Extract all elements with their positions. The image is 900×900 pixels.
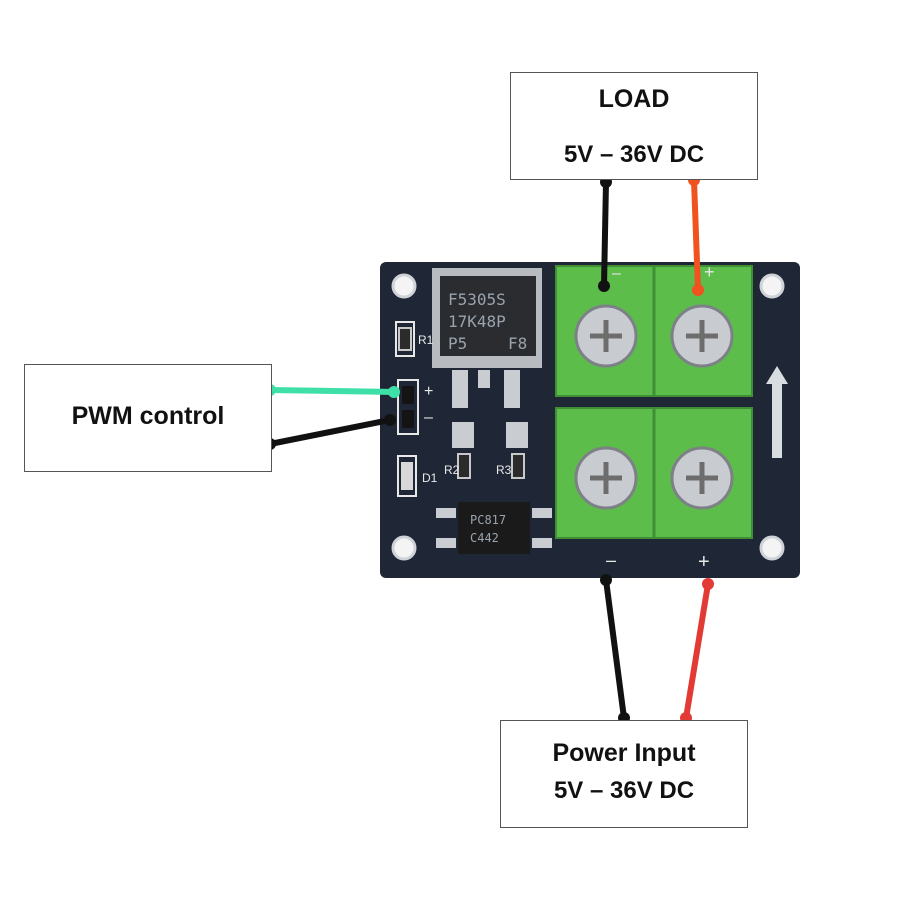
diode-d1: D1 — [397, 455, 438, 497]
silk-r3: R3 — [496, 463, 512, 477]
resistor-r3: R3 — [496, 422, 528, 479]
silk-r1: R1 — [418, 333, 434, 347]
wire-load-black — [601, 181, 609, 287]
wire-power-black — [603, 579, 627, 719]
load-voltage: 5V – 36V DC — [563, 141, 705, 168]
mounting-holes — [391, 273, 785, 561]
resistor-r2: R2 — [444, 422, 474, 479]
wire-power-red — [683, 583, 711, 719]
wires — [264, 174, 714, 724]
power-input-label-box: Power Input 5V – 36V DC — [500, 720, 748, 828]
direction-arrow-icon — [766, 366, 788, 458]
pwm-control-title: PWM control — [71, 402, 225, 430]
mosfet-marking-1: F5305S — [448, 290, 506, 309]
mosfet-marking-2: 17K48P — [448, 312, 506, 331]
wire-load-orange — [691, 179, 701, 291]
wire-pwm-teal — [269, 387, 395, 395]
pwm-control-label-box: PWM control — [24, 364, 272, 472]
resistor-r1: R1 — [395, 321, 434, 357]
silk-minus: – — [424, 409, 433, 426]
mosfet-chip: F5305S 17K48P P5 F8 — [432, 268, 542, 408]
pwm-header: + – — [397, 379, 433, 435]
load-title: LOAD — [598, 85, 670, 113]
mosfet-marking-3: P5 — [448, 334, 467, 353]
mosfet-marking-4: F8 — [508, 334, 527, 353]
silk-out-minus: – — [612, 265, 621, 282]
power-input-voltage: 5V – 36V DC — [553, 777, 695, 804]
terminal-block-output — [555, 265, 753, 397]
wire-pwm-black — [269, 417, 391, 447]
silk-r2: R2 — [444, 463, 460, 477]
optocoupler-chip: PC817 C442 — [436, 502, 552, 554]
silk-d1: D1 — [422, 471, 438, 485]
terminal-block-input — [555, 407, 753, 539]
opto-marking-1: PC817 — [470, 513, 506, 527]
silk-plus: + — [424, 383, 433, 400]
opto-marking-2: C442 — [470, 531, 499, 545]
silk-out-plus: + — [704, 262, 715, 282]
silk-in-plus: + — [698, 551, 710, 573]
silk-in-minus: – — [606, 550, 616, 570]
load-label-box: LOAD 5V – 36V DC — [510, 72, 758, 180]
power-input-title: Power Input — [552, 739, 696, 767]
